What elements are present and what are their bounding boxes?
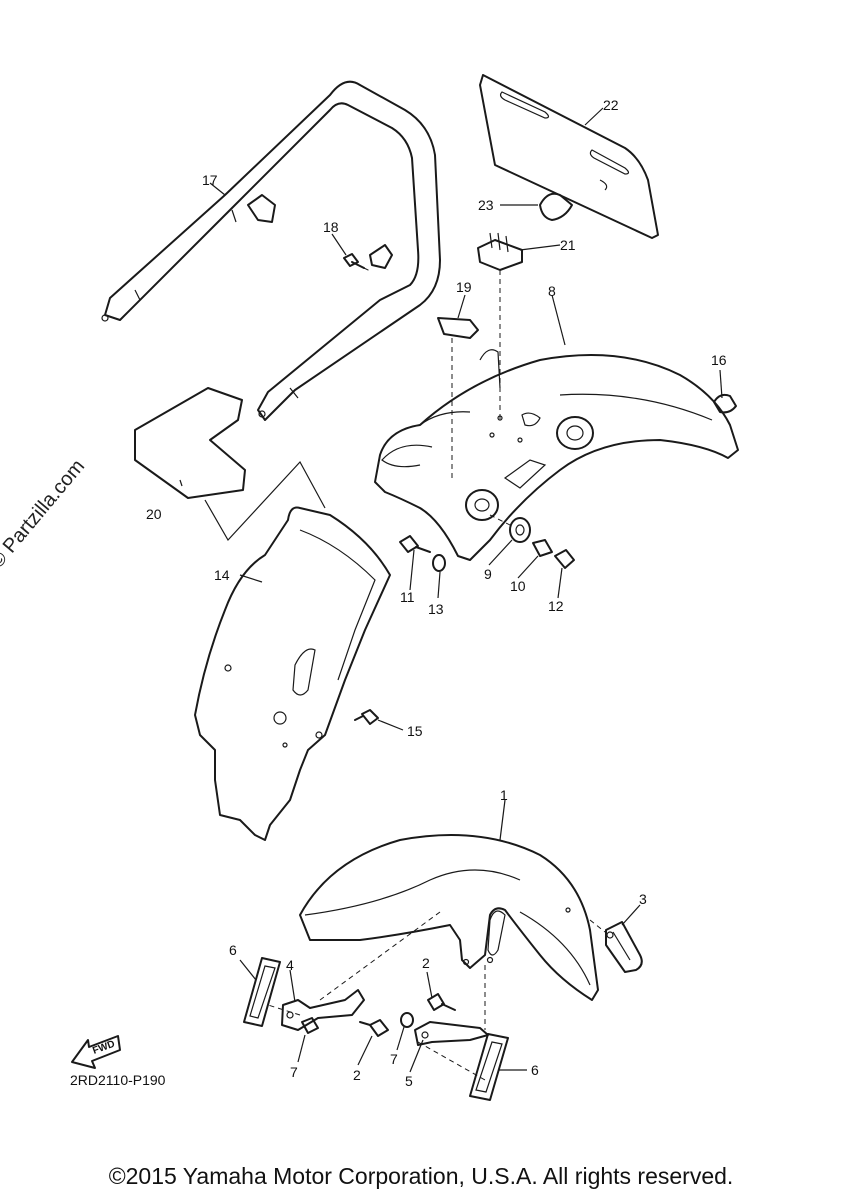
callout-7-left[interactable]: 7 [290, 1064, 298, 1080]
bolt-part-18[interactable] [343, 253, 373, 273]
callout-3[interactable]: 3 [639, 891, 647, 907]
grab-bar-part-17[interactable] [101, 80, 441, 421]
insulator-sheet-part-20[interactable] [134, 387, 326, 542]
callout-2-upper[interactable]: 2 [422, 955, 430, 971]
washer-part-13[interactable] [432, 554, 446, 572]
callout-21[interactable]: 21 [560, 237, 576, 253]
bracket-part-5[interactable] [414, 1021, 489, 1046]
callout-23[interactable]: 23 [478, 197, 494, 213]
mud-guard-part-14[interactable] [194, 506, 391, 841]
collar-part-9[interactable] [489, 514, 531, 543]
clip-part-19[interactable] [437, 317, 479, 478]
fwd-label: FWD [91, 1039, 116, 1057]
callout-6-right[interactable]: 6 [531, 1062, 539, 1078]
license-plate-bracket-part-22[interactable] [479, 74, 659, 239]
callout-8[interactable]: 8 [548, 283, 556, 299]
diagram-code: 2RD2110-P190 [70, 1072, 166, 1088]
callout-6-left[interactable]: 6 [229, 942, 237, 958]
reflector-part-6-left[interactable] [243, 957, 281, 1027]
connector-clip-part-21[interactable] [477, 232, 523, 420]
forward-direction-arrow: FWD [71, 1035, 121, 1069]
callout-13[interactable]: 13 [428, 601, 444, 617]
rear-fender-part-8[interactable] [374, 349, 739, 561]
callout-12[interactable]: 12 [548, 598, 564, 614]
callout-22[interactable]: 22 [603, 97, 619, 113]
callout-16[interactable]: 16 [711, 352, 727, 368]
callout-9[interactable]: 9 [484, 566, 492, 582]
callout-14[interactable]: 14 [214, 567, 230, 583]
copyright-notice: ©2015 Yamaha Motor Corporation, U.S.A. A… [108, 1163, 734, 1189]
bolt-part-15[interactable] [354, 709, 379, 725]
callout-7-right[interactable]: 7 [390, 1051, 398, 1067]
callout-5[interactable]: 5 [405, 1073, 413, 1089]
callout-17[interactable]: 17 [202, 172, 218, 188]
front-fender-part-1[interactable] [299, 834, 599, 1001]
callout-1[interactable]: 1 [500, 787, 508, 803]
callout-18[interactable]: 18 [323, 219, 339, 235]
callout-2-lower[interactable]: 2 [353, 1067, 361, 1083]
callout-19[interactable]: 19 [456, 279, 472, 295]
nut-part-16[interactable] [713, 393, 737, 414]
callout-11[interactable]: 11 [400, 589, 415, 605]
spacer-part-10[interactable] [532, 539, 553, 557]
callout-4[interactable]: 4 [286, 957, 294, 973]
grommet-part-23[interactable] [539, 192, 573, 221]
bolt-part-2-upper[interactable] [427, 993, 456, 1011]
reflector-part-6-right[interactable] [469, 1033, 509, 1101]
bracket-part-3[interactable] [605, 921, 643, 973]
callout-15[interactable]: 15 [407, 723, 423, 739]
nut-part-12[interactable] [554, 549, 575, 569]
bolt-part-2-lower[interactable] [359, 1019, 389, 1037]
bolt-part-11[interactable] [399, 535, 431, 553]
callout-10[interactable]: 10 [510, 578, 526, 594]
washer-part-7-right[interactable] [400, 1012, 414, 1028]
callout-20[interactable]: 20 [146, 506, 162, 522]
washer-part-7-left[interactable] [301, 1017, 319, 1034]
